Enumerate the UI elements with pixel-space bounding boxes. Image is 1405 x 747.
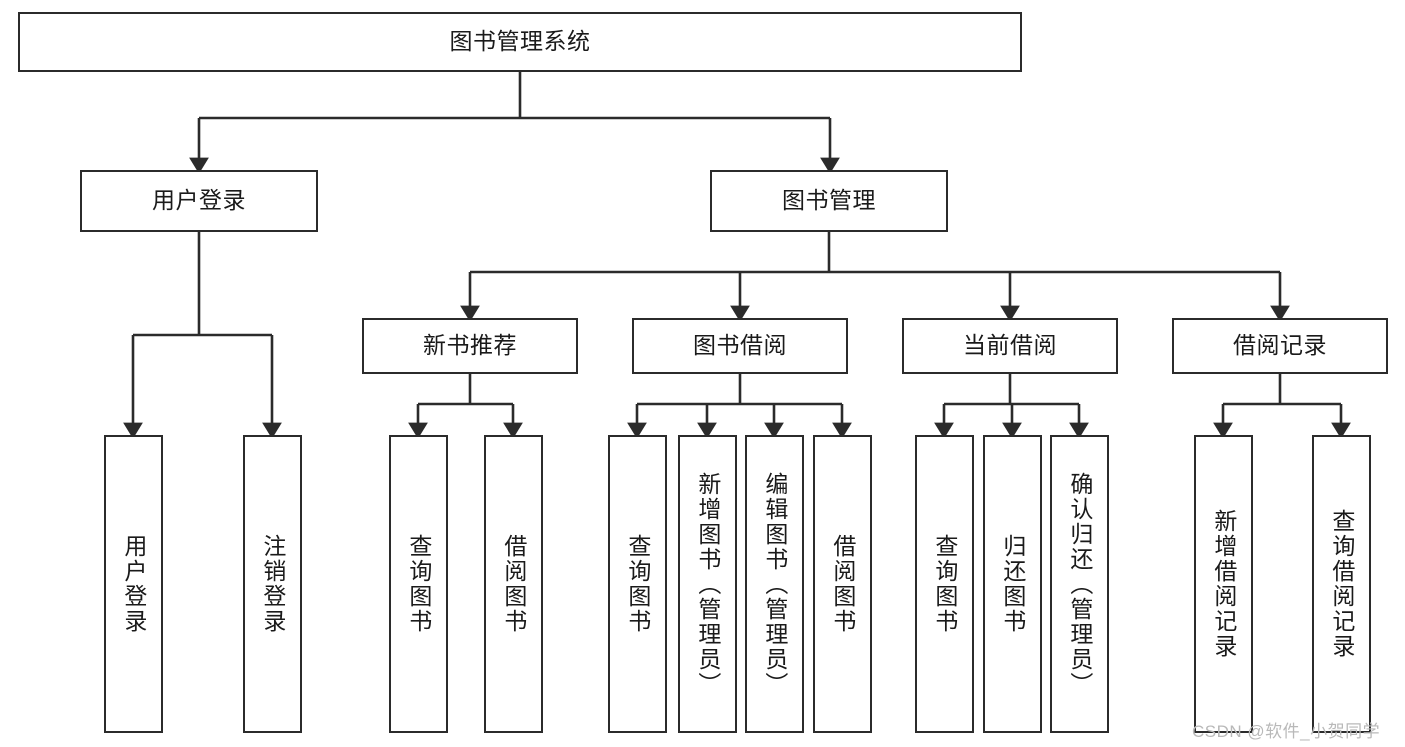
node-leaf-add-book[interactable]: 新增图书（管理员） (678, 435, 737, 733)
node-user-login[interactable]: 用户登录 (80, 170, 318, 232)
node-leaf-edit-book[interactable]: 编辑图书（管理员） (745, 435, 804, 733)
node-new-book-recommend[interactable]: 新书推荐 (362, 318, 578, 374)
node-book-manage[interactable]: 图书管理 (710, 170, 948, 232)
node-leaf-return-book[interactable]: 归还图书 (983, 435, 1042, 733)
leaf-label: 查询图书 (405, 534, 432, 634)
node-root[interactable]: 图书管理系统 (18, 12, 1022, 72)
leaf-label: 查询图书 (931, 534, 958, 634)
leaf-label: 注销登录 (259, 534, 286, 634)
node-leaf-user-logout[interactable]: 注销登录 (243, 435, 302, 733)
node-leaf-borrow-book-2[interactable]: 借阅图书 (813, 435, 872, 733)
node-leaf-user-login[interactable]: 用户登录 (104, 435, 163, 733)
node-leaf-query-record[interactable]: 查询借阅记录 (1312, 435, 1371, 733)
leaf-label: 编辑图书（管理员） (761, 471, 788, 697)
node-leaf-confirm-return[interactable]: 确认归还（管理员） (1050, 435, 1109, 733)
node-leaf-query-book-3[interactable]: 查询图书 (915, 435, 974, 733)
node-leaf-add-record[interactable]: 新增借阅记录 (1194, 435, 1253, 733)
leaf-label: 借阅图书 (829, 534, 856, 634)
node-leaf-borrow-book-1[interactable]: 借阅图书 (484, 435, 543, 733)
leaf-label: 新增图书（管理员） (694, 471, 721, 697)
leaf-label: 用户登录 (120, 534, 147, 634)
node-current-borrow[interactable]: 当前借阅 (902, 318, 1118, 374)
leaf-label: 查询借阅记录 (1328, 509, 1355, 659)
leaf-label: 归还图书 (999, 534, 1026, 634)
leaf-label: 新增借阅记录 (1210, 509, 1237, 659)
leaf-label: 查询图书 (624, 534, 651, 634)
leaf-label: 确认归还（管理员） (1066, 471, 1093, 697)
node-borrow-record[interactable]: 借阅记录 (1172, 318, 1388, 374)
node-book-borrow[interactable]: 图书借阅 (632, 318, 848, 374)
leaf-label: 借阅图书 (500, 534, 527, 634)
node-leaf-query-book-2[interactable]: 查询图书 (608, 435, 667, 733)
node-leaf-query-book-1[interactable]: 查询图书 (389, 435, 448, 733)
